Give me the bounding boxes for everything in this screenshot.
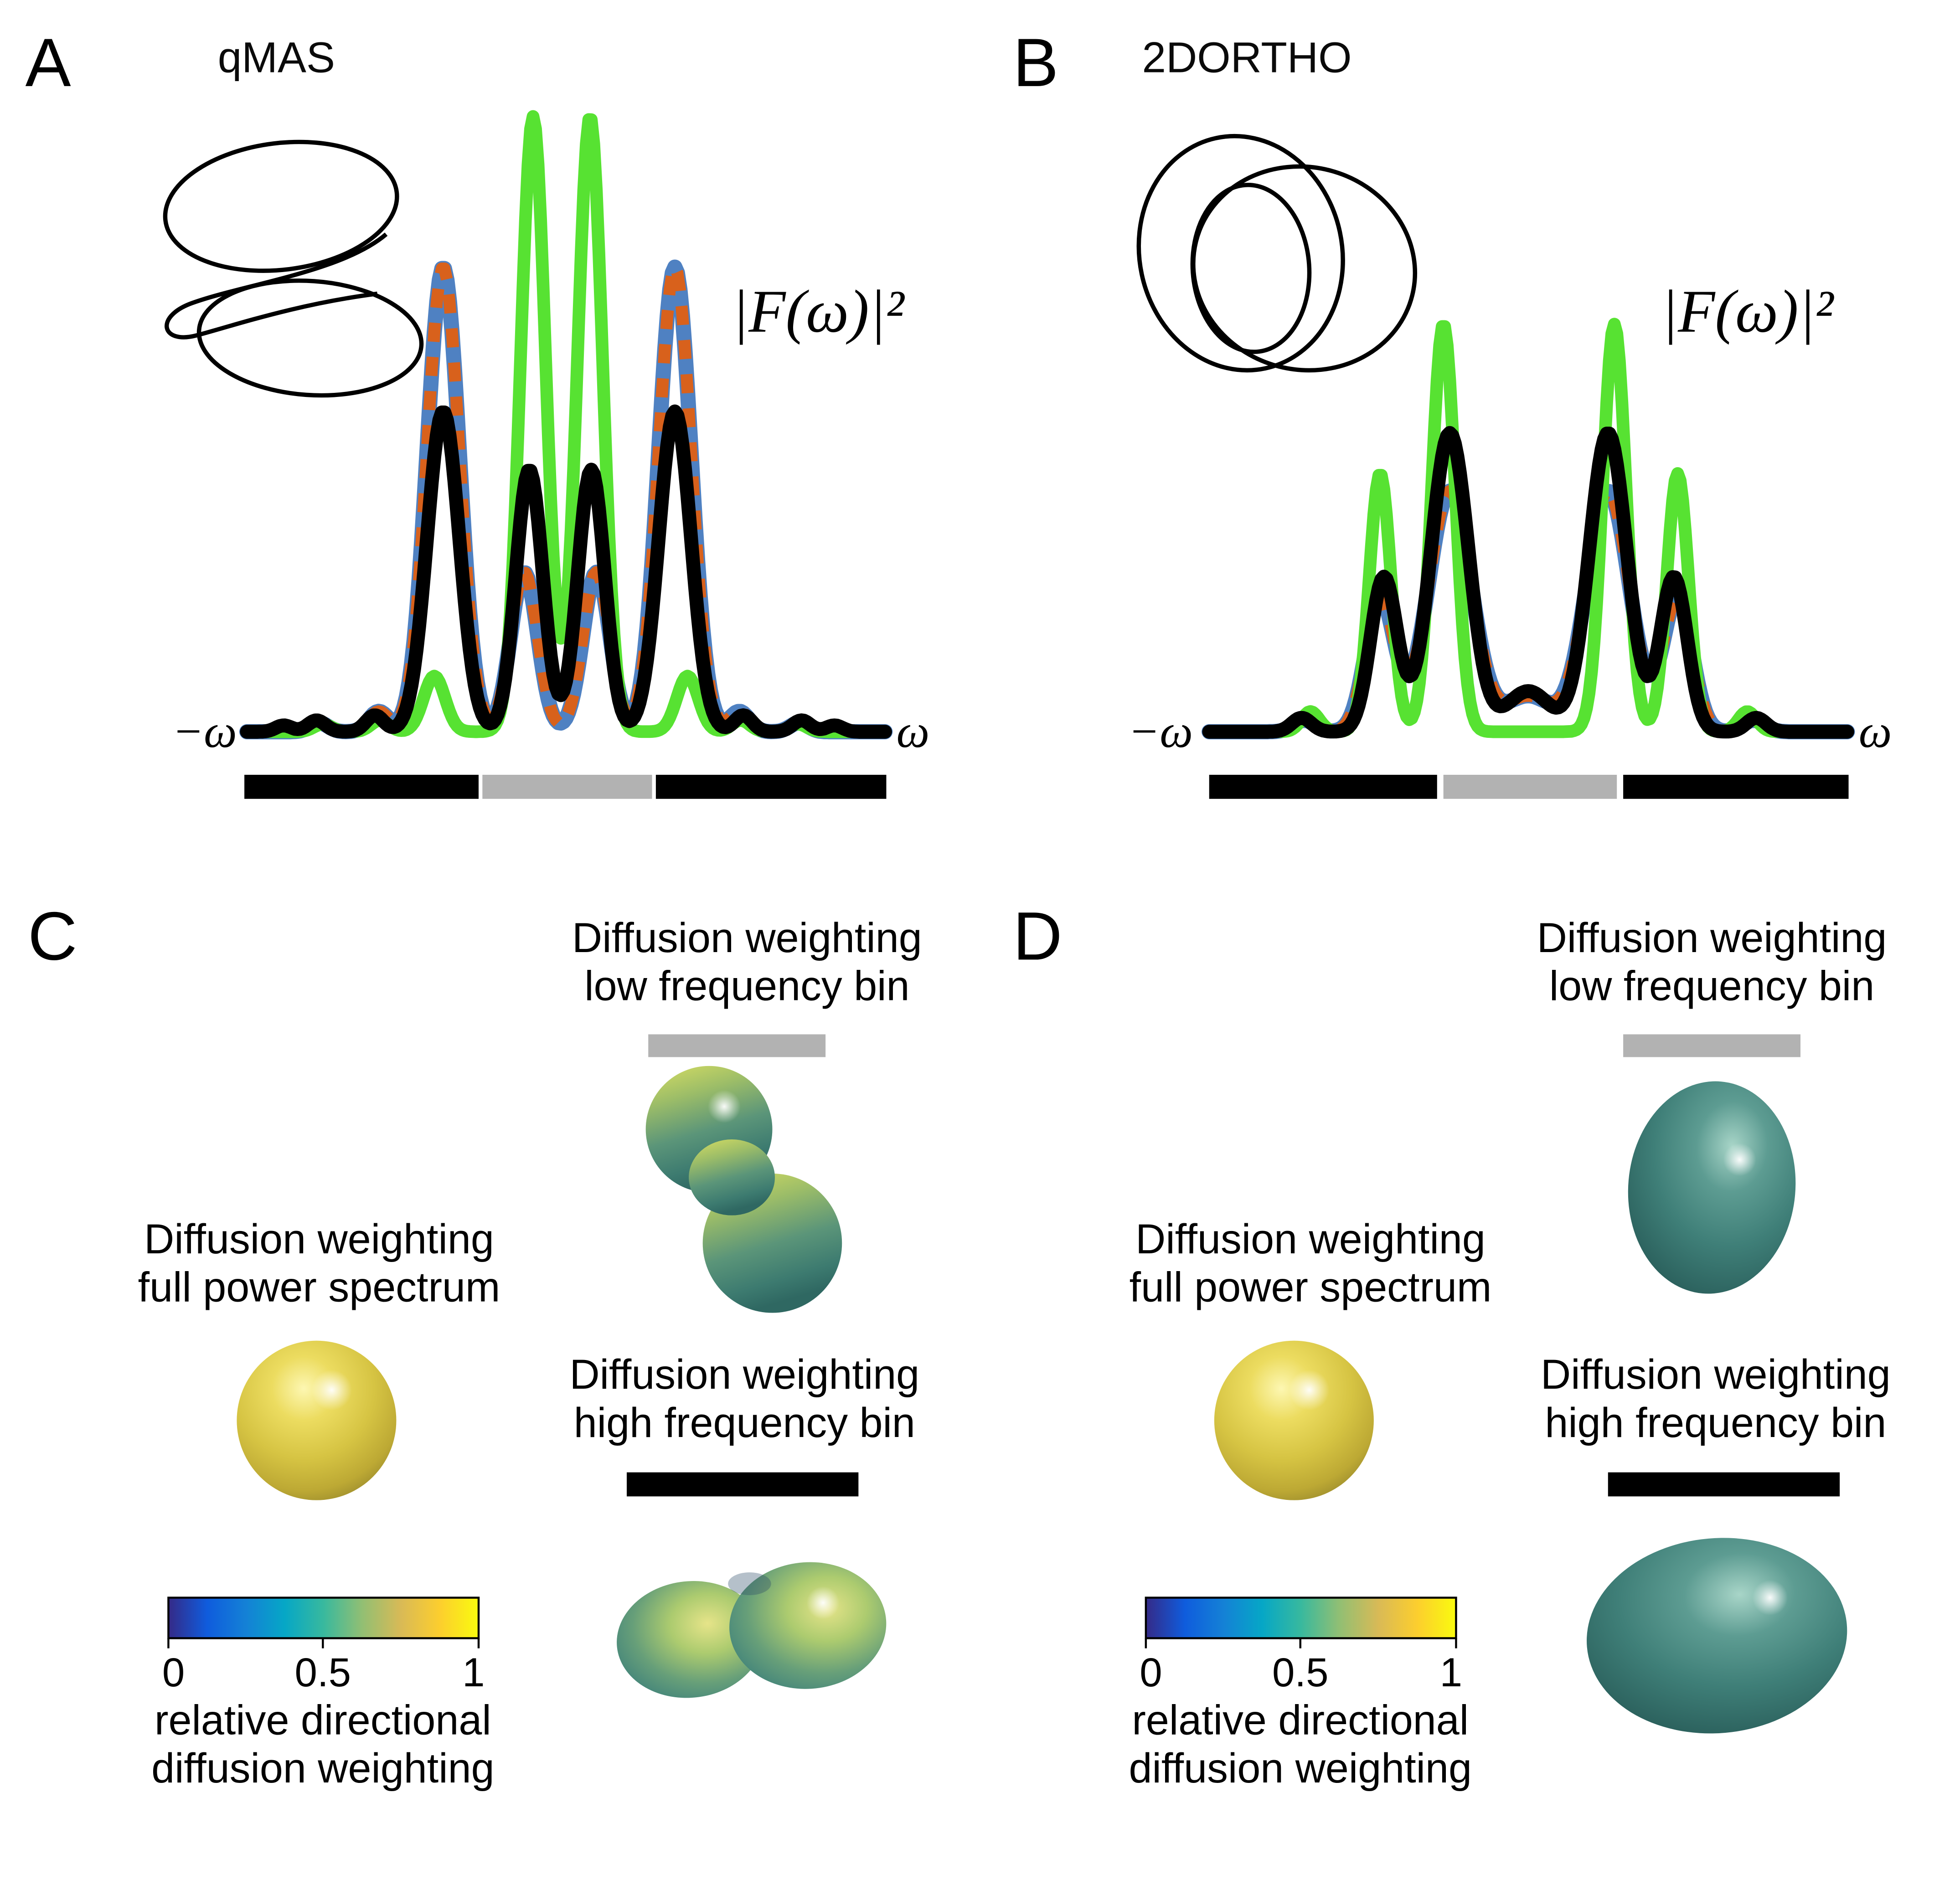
panel-c-lowbin-title-line1: Diffusion weighting — [572, 915, 922, 961]
panel-b-axis-left-label: −ω — [1128, 706, 1193, 757]
colorbar-d-label-line1: relative directional — [1132, 1697, 1469, 1744]
panel-c-lowbin-title-line2: low frequency bin — [584, 963, 909, 1009]
panel-d-label: D — [1013, 898, 1062, 974]
colorbar-c-tick-label-max: 1 — [462, 1650, 485, 1695]
panel-d-full-title-line2: full power spectrum — [1130, 1264, 1492, 1311]
glyph-c-full-sphere — [237, 1340, 397, 1500]
panel-c-highbin-title-line2: high frequency bin — [574, 1400, 915, 1446]
glyph-d-low-ellipsoid — [1628, 1081, 1796, 1294]
panel-a-axis-right-label: ω — [897, 706, 930, 757]
panel-d-lowbin-title-line2: low frequency bin — [1549, 963, 1874, 1009]
panel-a-lowfreq-bar — [482, 775, 652, 799]
panel-a-trajectory-drawing — [163, 139, 424, 398]
trajectory-a-bottom-loop — [196, 278, 424, 398]
panel-b-label: B — [1013, 24, 1058, 101]
panel-b-spectrum-curve-black — [1202, 426, 1855, 739]
trajectory-b-loop-3 — [1190, 183, 1312, 354]
panel-b-spectrum-curve-green — [1202, 318, 1854, 738]
panel-d-highbin-glyph — [1587, 1538, 1847, 1734]
panel-c-highbin-glyph — [617, 1562, 887, 1698]
panel-a-axis-left-label: −ω — [172, 706, 237, 757]
glyph-d-full-specular-highlight — [1289, 1370, 1330, 1411]
panel-c-highbin-title-line1: Diffusion weighting — [569, 1351, 919, 1398]
colorbar-d-label-line2: diffusion weighting — [1129, 1745, 1472, 1792]
panel-d-full-title-line1: Diffusion weighting — [1135, 1216, 1485, 1262]
panel-a-spectrum-label: |F(ω)|² — [732, 278, 905, 345]
panel-d-highbin-title-line2: high frequency bin — [1545, 1400, 1886, 1446]
panel-d-highbin-bar — [1608, 1472, 1840, 1497]
panel-d-lowbin-bar — [1623, 1034, 1800, 1057]
glyph-d-low-specular-highlight — [1723, 1143, 1756, 1176]
panel-b-spectrum-label: |F(ω)|² — [1661, 278, 1834, 345]
panel-b-highfreq-bar-right — [1623, 775, 1849, 799]
glyph-c-low-specular-highlight — [707, 1090, 741, 1123]
colorbar-c-label-line2: diffusion weighting — [151, 1745, 494, 1792]
colorbar-d-tick-label-mid: 0.5 — [1272, 1650, 1329, 1695]
panel-d-colorbar: 0 0.5 1 relative directional diffusion w… — [1129, 1597, 1472, 1792]
panel-d-full-glyph — [1214, 1340, 1374, 1500]
panel-a-spectrum-curve-black — [240, 404, 892, 739]
colorbar-c-tick-label-min: 0 — [162, 1650, 185, 1695]
panel-c-highbin-bar — [627, 1472, 859, 1497]
panel-d-lowbin-glyph — [1628, 1081, 1796, 1294]
trajectory-a-twist — [165, 232, 388, 340]
glyph-d-full-sphere — [1214, 1340, 1374, 1500]
colorbar-c-label-line1: relative directional — [155, 1697, 491, 1744]
panel-b-trajectory-drawing — [1136, 134, 1418, 373]
trajectory-b-loop-1 — [1136, 134, 1345, 373]
glyph-c-low-waist — [689, 1139, 775, 1216]
panel-c-colorbar: 0 0.5 1 relative directional diffusion w… — [151, 1597, 495, 1792]
colorbar-d-tick-label-max: 1 — [1440, 1650, 1462, 1695]
trajectory-a-top-loop — [163, 139, 399, 273]
glyph-c-high-left-lobe — [617, 1581, 763, 1698]
panel-a-highfreq-bar-right — [655, 775, 887, 799]
colorbar-d-gradient — [1145, 1597, 1457, 1639]
panel-c-lowbin-glyph — [645, 1066, 842, 1313]
panel-c-lowbin-bar — [648, 1034, 826, 1057]
panel-b-lowfreq-bar — [1443, 775, 1617, 799]
colorbar-c-tick-label-mid: 0.5 — [295, 1650, 351, 1695]
glyph-c-high-dimple — [728, 1572, 771, 1595]
panel-b-highfreq-bar-left — [1209, 775, 1437, 799]
panel-a-label: A — [26, 24, 71, 101]
panel-b-title: 2DORTHO — [1142, 34, 1352, 82]
panel-d-lowbin-title-line1: Diffusion weighting — [1537, 915, 1887, 961]
colorbar-d-tick-label-min: 0 — [1140, 1650, 1162, 1695]
glyph-c-high-specular-highlight — [806, 1586, 840, 1619]
panel-c-full-title-line2: full power spectrum — [138, 1264, 500, 1311]
colorbar-c-gradient — [167, 1597, 480, 1639]
panel-c-full-title-line1: Diffusion weighting — [144, 1216, 494, 1262]
panel-c-full-glyph — [237, 1340, 397, 1500]
panel-b-axis-right-label: ω — [1859, 706, 1892, 757]
panel-c-label: C — [28, 898, 77, 974]
glyph-c-high-right-lobe — [729, 1562, 887, 1689]
panel-a-highfreq-bar-left — [244, 775, 479, 799]
glyph-d-high-specular-highlight — [1752, 1580, 1788, 1616]
panel-a-title: qMAS — [218, 34, 335, 82]
panel-d-highbin-title-line1: Diffusion weighting — [1541, 1351, 1891, 1398]
glyph-c-full-specular-highlight — [311, 1370, 352, 1411]
